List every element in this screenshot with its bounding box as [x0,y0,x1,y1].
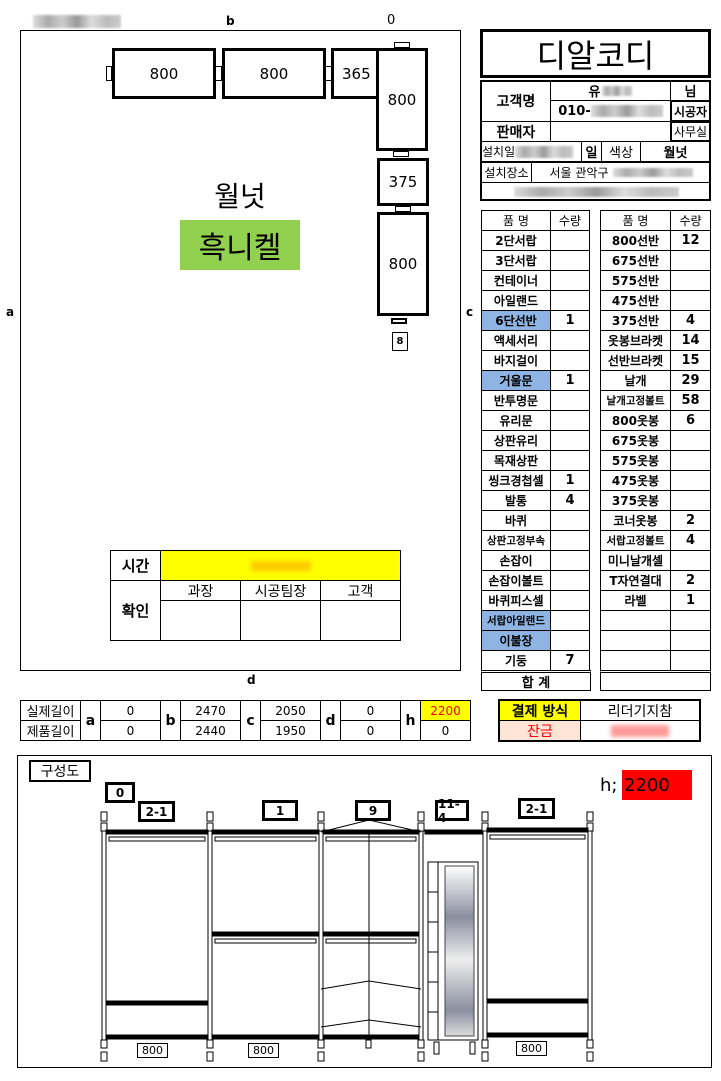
shelf [211,931,320,937]
mirror-door [427,861,479,1055]
module-800-vertical: 800 [376,48,428,151]
label-d: d [247,673,256,687]
post-foot [206,1039,214,1049]
hanging-rod [214,836,317,842]
shelf [486,827,589,833]
marker-label: 8 [392,332,408,351]
post [418,829,424,1041]
balance-value[interactable] [580,720,700,741]
diagram-frame [17,755,712,1068]
callout-label: 2-1 [518,798,555,819]
diagram-title: 구성도 [29,760,91,782]
customer-phone[interactable]: 010- [550,100,671,122]
label-b: b [226,14,235,28]
hanging-rod [325,938,417,944]
callout-label: 2-1 [138,801,175,822]
item-name: 이불장 [481,630,551,651]
post-cap [481,811,489,822]
total-label: 합 계 [481,670,591,691]
blurred-name [33,15,121,28]
finish-name: 흑니켈 [180,220,300,270]
hanging-rod [489,834,586,840]
post [318,829,324,1041]
post-foot [481,1051,489,1062]
post-foot [417,1051,425,1062]
shelf [486,998,589,1004]
shelf [105,829,209,835]
post-cap [481,822,489,832]
bay-width-label: 800 [248,1043,279,1058]
callout-label: 0 [105,782,135,803]
shelf [211,829,320,835]
post-cap [417,811,425,822]
hanging-rod [214,938,317,944]
post-cap [100,822,108,832]
shelf [105,1000,209,1006]
place-text: 서울 관악구 [549,166,609,180]
total-value [600,670,711,691]
bay-width-label: 800 [137,1043,168,1058]
shelf [322,1034,420,1040]
phone-text: 010- [558,103,591,119]
post-cap [417,822,425,832]
post-cap [317,811,325,822]
shelf [322,829,420,835]
item-name: 서랍아일랜드 [481,610,551,631]
module-800: 800 [112,48,216,99]
install-date[interactable]: 설치일 [481,141,582,162]
height-label: h; [600,775,618,796]
module-800: 800 [222,48,326,99]
post [101,829,107,1041]
height-value: 2200 [622,770,692,800]
install-date-label: 설치일 [482,145,516,159]
callout-label: 9 [355,800,391,821]
callout-label: 11-4 [435,797,469,825]
post-cap [586,822,594,832]
post-cap [586,811,594,822]
color-name: 월넛 [214,180,266,213]
customer-name-text: 유 [588,85,601,100]
post-foot [317,1051,325,1062]
post-foot [206,1051,214,1062]
post-foot [417,1039,425,1049]
shelf [486,1032,589,1038]
shelf [211,1034,320,1040]
post-cap [317,822,325,832]
color-value: 월넛 [640,141,711,162]
shelf [322,931,420,937]
post-foot [317,1039,325,1049]
label-0: 0 [387,13,396,28]
post-foot [586,1039,594,1049]
post-foot [481,1039,489,1049]
hanging-rod [325,836,417,842]
label-c: c [466,305,474,319]
shelf [105,1034,209,1040]
post-cap [100,811,108,822]
module-800-vertical: 800 [377,212,429,316]
post-foot [586,1051,594,1062]
post-cap [206,811,214,822]
post-cap [206,822,214,832]
floor-plan-frame [20,30,461,671]
label-a: a [6,305,15,319]
post-foot [100,1039,108,1049]
bay-width-label: 800 [516,1041,547,1056]
page-title: 디알코디 [480,29,711,78]
post [482,829,488,1041]
post [207,829,213,1041]
sign-customer[interactable] [320,600,401,641]
callout-label: 1 [262,800,298,821]
dim-actual-h[interactable]: 2200 [420,700,471,721]
shelf [424,829,483,835]
hanging-rod [108,836,206,842]
address-detail[interactable] [481,182,711,201]
post [587,829,593,1041]
module-375: 375 [377,158,429,206]
dim-product-h[interactable]: 0 [420,720,471,741]
post-foot [100,1051,108,1062]
